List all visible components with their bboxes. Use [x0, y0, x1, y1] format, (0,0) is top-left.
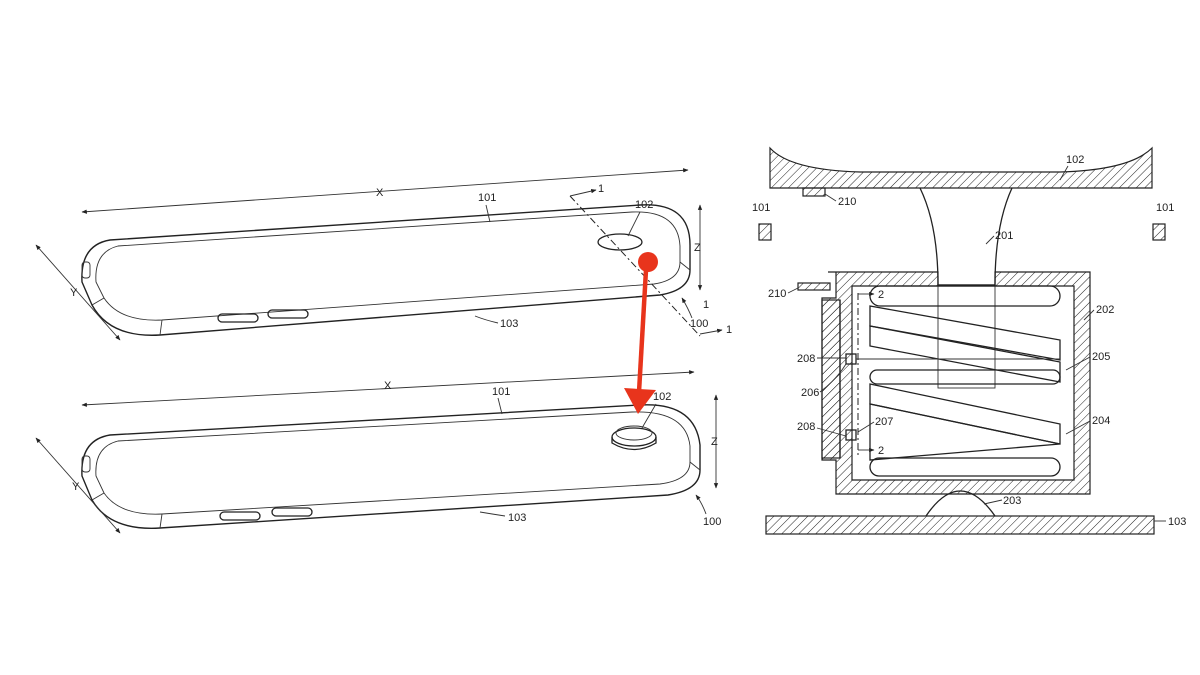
ref-100-top: 100 — [690, 318, 708, 330]
leader-202 — [1083, 309, 1095, 321]
ref-103-base: 103 — [1168, 516, 1186, 528]
phone-bottom-volume-button-2 — [271, 507, 313, 517]
ref-208-upper: 208 — [797, 353, 815, 365]
ref-207: 207 — [875, 416, 893, 428]
leader-103-bottom — [479, 511, 506, 517]
ref-203: 203 — [1003, 495, 1021, 507]
ref-204: 204 — [1092, 415, 1110, 427]
leader-204 — [1065, 420, 1091, 435]
leader-208-lower — [816, 427, 847, 437]
dim-y-label-top: Y — [70, 287, 78, 299]
leader-101-top — [485, 204, 491, 223]
dim-x-label-bottom: X — [384, 380, 392, 392]
phone-figure-top: X Y Z 1 1 1 101 102 103 100 — [35, 168, 732, 341]
housing-block-left — [758, 223, 772, 241]
ref-102-top: 102 — [635, 199, 653, 211]
bracket-top — [802, 187, 826, 197]
dim-x-label-top: X — [376, 187, 384, 199]
base-plate — [765, 515, 1155, 535]
dim-x-line-top — [81, 168, 689, 214]
phone-bottom-home-button — [611, 425, 657, 451]
cross-section-diagram: 2 2 102 101 101 210 210 201 202 205 204 … — [752, 146, 1186, 535]
switch-plate — [821, 299, 841, 459]
phone-top-home-button — [597, 233, 643, 251]
housing-block-right — [1152, 223, 1166, 241]
ref-102-bottom: 102 — [653, 391, 671, 403]
ref-208-lower: 208 — [797, 421, 815, 433]
section-line-1 — [569, 195, 701, 337]
bracket-side — [797, 282, 831, 291]
phone-top-volume-button-2 — [267, 309, 309, 319]
ref-101-top: 101 — [478, 192, 496, 204]
leader-205 — [1065, 356, 1091, 371]
ref-210-top: 210 — [838, 196, 856, 208]
contact-lower — [845, 429, 857, 441]
leader-100-top — [681, 297, 693, 319]
ref-101-right: 101 — [1156, 202, 1174, 214]
dim-y-label-bottom: Y — [72, 481, 80, 493]
leader-210-side — [787, 287, 799, 294]
dome-switch — [925, 490, 996, 517]
leader-210-top — [824, 193, 837, 202]
section-arrow-a — [569, 188, 597, 197]
ref-202: 202 — [1096, 304, 1114, 316]
leader-102-bottom — [641, 403, 657, 429]
ref-101-bottom: 101 — [492, 386, 510, 398]
leader-100-bottom — [695, 494, 707, 515]
ref-section-2-top: 2 — [878, 289, 884, 301]
phone-top-body — [81, 204, 691, 336]
casing — [821, 271, 1091, 495]
ref-201: 201 — [995, 230, 1013, 242]
ref-206: 206 — [801, 387, 819, 399]
phone-bottom-volume-button-1 — [219, 511, 261, 521]
leader-203 — [983, 499, 1003, 505]
section-mark-a: 1 — [598, 183, 604, 195]
phone-top-volume-button-1 — [217, 313, 259, 323]
ref-section-2-bottom: 2 — [878, 445, 884, 457]
leader-103-top — [474, 315, 499, 324]
button-cap — [769, 146, 1153, 189]
leader-102-top — [627, 211, 641, 237]
spring-coil — [869, 285, 1061, 477]
arrow-down-icon — [624, 252, 658, 414]
section-mark-c: 1 — [726, 324, 732, 336]
section-mark-b: 1 — [703, 299, 709, 311]
dim-y-line-top — [35, 244, 121, 341]
ref-100-bottom: 100 — [703, 516, 721, 528]
section-arrow-c — [699, 328, 723, 335]
ref-205: 205 — [1092, 351, 1110, 363]
leader-102-cap — [1059, 165, 1069, 181]
phone-bottom-body — [81, 404, 701, 529]
leader-206 — [819, 363, 847, 393]
inner-stem — [937, 285, 996, 389]
leader-201 — [985, 235, 995, 245]
ref-103-top: 103 — [500, 318, 518, 330]
leader-101-bottom — [497, 397, 503, 415]
ref-210-side: 210 — [768, 288, 786, 300]
dim-z-label-bottom: Z — [711, 436, 718, 448]
dim-z-label-top: Z — [694, 242, 701, 254]
dim-y-line-bottom — [35, 437, 121, 534]
ref-101-left: 101 — [752, 202, 770, 214]
ref-102-cap: 102 — [1066, 154, 1084, 166]
leader-207 — [857, 421, 875, 433]
ref-103-bottom: 103 — [508, 512, 526, 524]
phone-figure-bottom: X Y Z 101 102 103 100 — [35, 370, 721, 534]
dim-x-line-bottom — [81, 370, 695, 407]
